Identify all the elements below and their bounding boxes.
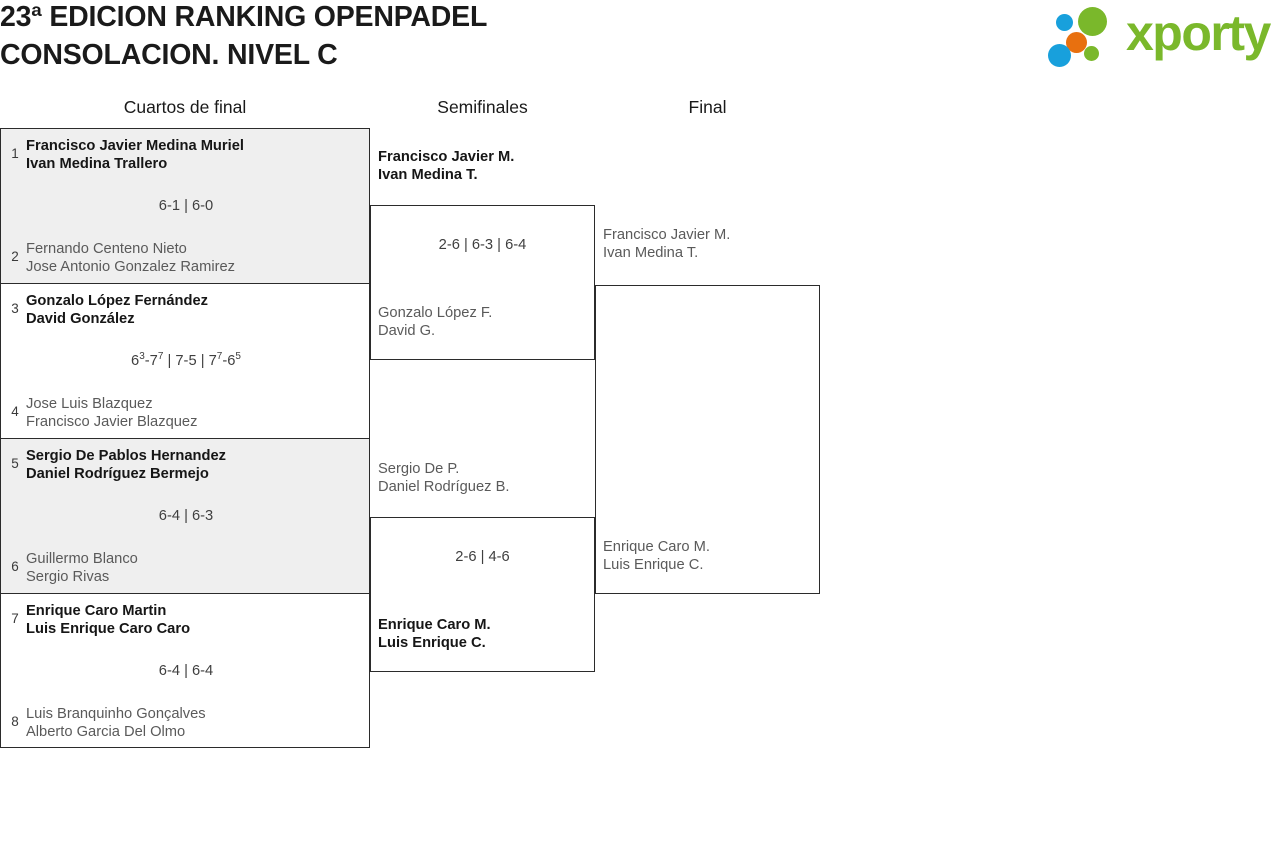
- match-score: 6-4 | 6-4: [158, 663, 214, 679]
- player-name: Francisco Javier M.: [378, 149, 515, 165]
- logo-dot-green-large: [1078, 7, 1107, 36]
- logo-wordmark: xporty: [1126, 5, 1271, 61]
- match-card-quarterfinal-4[interactable]: 7 Enrique Caro Martin Luis Enrique Caro …: [0, 593, 370, 748]
- match-card-semifinal-2[interactable]: [370, 517, 595, 672]
- player-name: Francisco Javier Medina Muriel: [26, 138, 244, 154]
- player-name: Francisco Javier Blazquez: [26, 414, 198, 430]
- match-card-quarterfinal-3[interactable]: 5 Sergio De Pablos Hernandez Daniel Rodr…: [0, 438, 370, 593]
- player-name: Enrique Caro M.: [378, 617, 491, 633]
- team-entry-finalist-top[interactable]: Francisco Javier M. Ivan Medina T.: [603, 226, 818, 262]
- logo-dot-blue-large: [1048, 44, 1071, 67]
- player-name: Gonzalo López F.: [378, 305, 493, 321]
- team-entry-loser[interactable]: Fernando Centeno Nieto Jose Antonio Gonz…: [26, 240, 364, 276]
- match-score: 2-6 | 4-6: [455, 549, 510, 565]
- player-name: David González: [26, 311, 135, 327]
- seed-number: 7: [11, 611, 19, 626]
- team-entry-loser[interactable]: Jose Luis Blazquez Francisco Javier Blaz…: [26, 395, 364, 431]
- player-name: Jose Luis Blazquez: [26, 396, 153, 412]
- xporty-logo: xporty: [1048, 5, 1276, 68]
- seed-number: 6: [11, 559, 19, 574]
- player-name: Luis Branquinho Gonçalves: [26, 706, 206, 722]
- logo-dot-orange: [1066, 32, 1087, 53]
- seed-number: 3: [11, 301, 19, 316]
- team-entry-loser[interactable]: Luis Branquinho Gonçalves Alberto Garcia…: [26, 705, 364, 741]
- page-title: 23ª EDICION RANKING OPENPADEL CONSOLACIO…: [0, 1, 488, 71]
- match-card-final[interactable]: [595, 285, 820, 594]
- match-card-quarterfinal-2[interactable]: 3 Gonzalo López Fernández David González…: [0, 283, 370, 438]
- player-name: Ivan Medina T.: [603, 245, 699, 261]
- player-name: David G.: [378, 323, 436, 339]
- player-name: Luis Enrique C.: [603, 557, 704, 573]
- round-header-semifinals: Semifinales: [437, 97, 528, 117]
- player-name: Enrique Caro Martin: [26, 603, 167, 619]
- player-name: Fernando Centeno Nieto: [26, 241, 187, 257]
- match-score: 6-1 | 6-0: [158, 198, 214, 214]
- team-entry-loser[interactable]: Guillermo Blanco Sergio Rivas: [26, 550, 364, 586]
- seed-number: 1: [11, 146, 19, 161]
- player-name: Sergio Rivas: [26, 569, 110, 585]
- match-score: 6-4 | 6-3: [158, 508, 214, 524]
- team-entry-winner[interactable]: Gonzalo López Fernández David González: [26, 292, 364, 328]
- player-name: Daniel Rodríguez B.: [378, 479, 510, 495]
- match-card-semifinal-1[interactable]: [370, 205, 595, 360]
- round-header-quarterfinals: Cuartos de final: [123, 97, 247, 117]
- player-name: Francisco Javier M.: [603, 227, 731, 243]
- logo-dot-blue-small: [1056, 14, 1073, 31]
- team-entry-loser[interactable]: Gonzalo López F. David G.: [378, 304, 593, 340]
- player-name: Guillermo Blanco: [26, 551, 138, 567]
- match-score: 2-6 | 6-3 | 6-4: [438, 237, 527, 253]
- player-name: Daniel Rodríguez Bermejo: [26, 466, 209, 482]
- team-entry-loser[interactable]: Sergio De P. Daniel Rodríguez B.: [378, 460, 593, 496]
- round-header-final: Final: [688, 97, 727, 117]
- seed-number: 8: [11, 714, 19, 729]
- player-name: Luis Enrique Caro Caro: [26, 621, 191, 637]
- seed-number: 2: [11, 249, 19, 264]
- player-name: Alberto Garcia Del Olmo: [26, 724, 186, 740]
- player-name: Ivan Medina T.: [378, 167, 478, 183]
- player-name: Sergio De Pablos Hernandez: [26, 448, 226, 464]
- player-name: Enrique Caro M.: [603, 539, 710, 555]
- team-entry-finalist-bottom[interactable]: Enrique Caro M. Luis Enrique C.: [603, 538, 818, 574]
- player-name: Gonzalo López Fernández: [26, 293, 208, 309]
- player-name: Ivan Medina Trallero: [26, 156, 168, 172]
- team-entry-winner[interactable]: Enrique Caro Martin Luis Enrique Caro Ca…: [26, 602, 364, 638]
- player-name: Jose Antonio Gonzalez Ramirez: [26, 259, 235, 275]
- team-entry-winner[interactable]: Francisco Javier Medina Muriel Ivan Medi…: [26, 137, 364, 173]
- team-entry-winner[interactable]: Enrique Caro M. Luis Enrique C.: [378, 616, 593, 652]
- player-name: Sergio De P.: [378, 461, 460, 477]
- match-card-quarterfinal-1[interactable]: 1 Francisco Javier Medina Muriel Ivan Me…: [0, 128, 370, 283]
- logo-dot-green-small: [1084, 46, 1099, 61]
- player-name: Luis Enrique C.: [378, 635, 486, 651]
- team-entry-winner[interactable]: Sergio De Pablos Hernandez Daniel Rodríg…: [26, 447, 364, 483]
- match-score: 63-77 | 7-5 | 77-65: [131, 351, 241, 369]
- seed-number: 4: [11, 404, 19, 419]
- team-entry-winner[interactable]: Francisco Javier M. Ivan Medina T.: [378, 148, 593, 184]
- seed-number: 5: [11, 456, 19, 471]
